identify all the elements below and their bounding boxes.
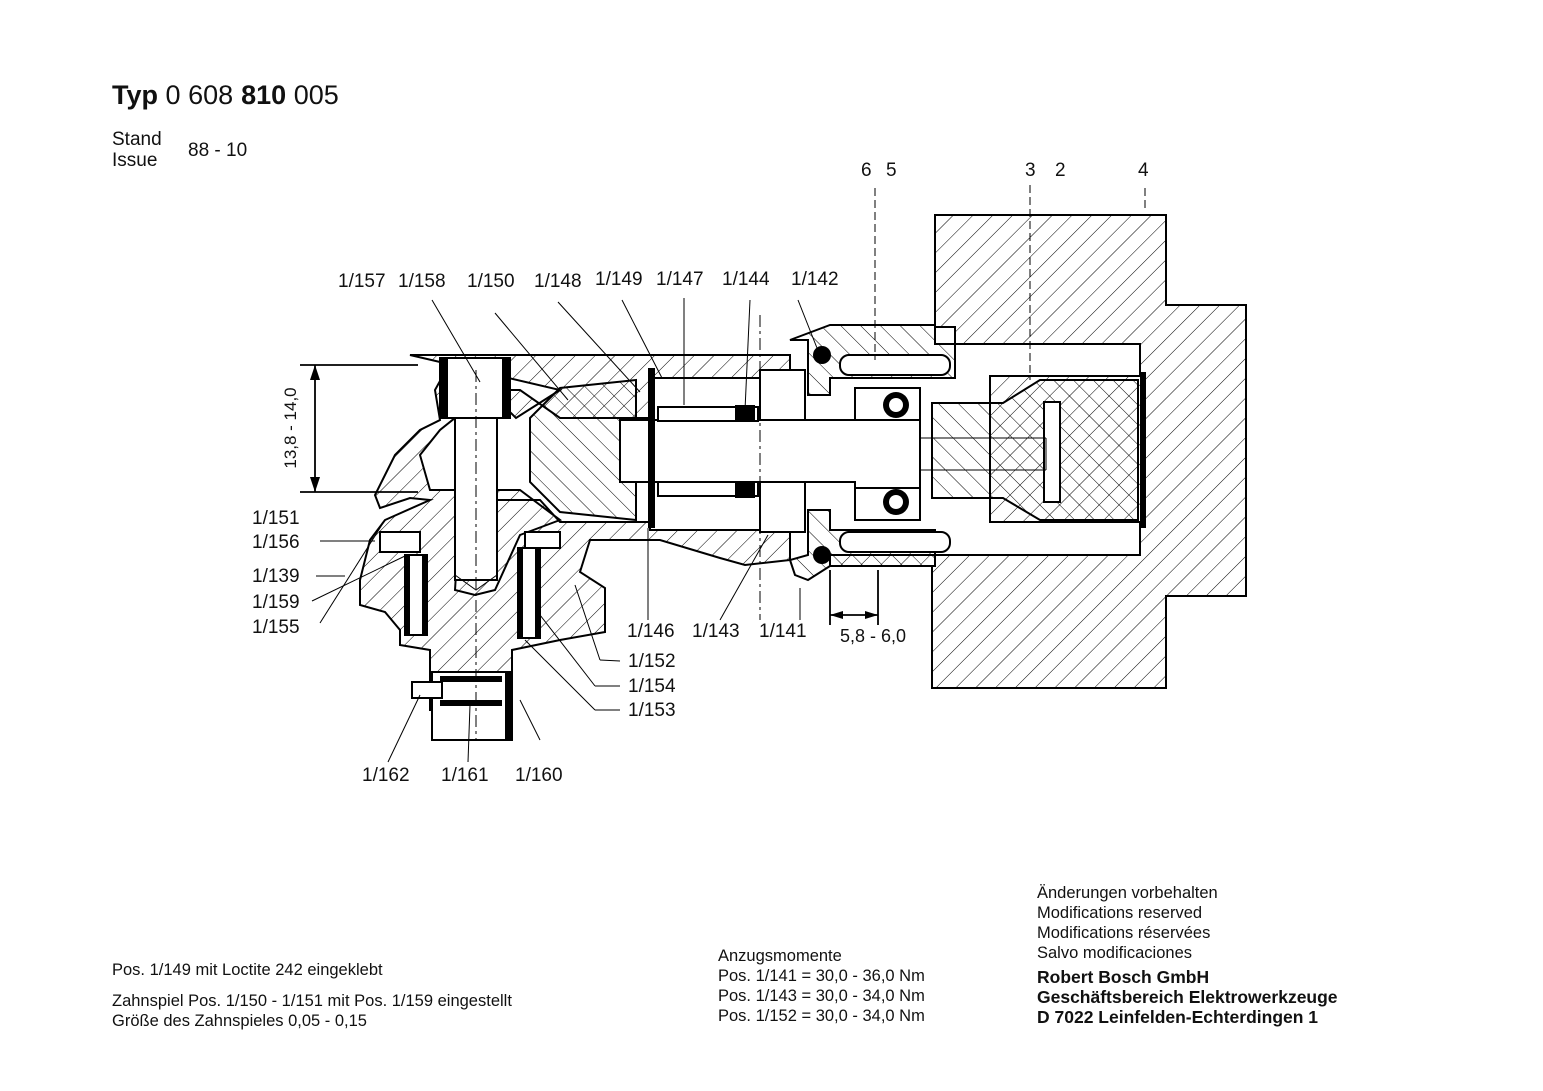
note-zahnspiel: Zahnspiel Pos. 1/150 - 1/151 mit Pos. 1/… [112, 992, 512, 1010]
torque-block: Anzugsmomente Pos. 1/141 = 30,0 - 36,0 N… [718, 946, 925, 1026]
callout-1-159: 1/159 [252, 592, 300, 613]
locknut-1-143 [759, 369, 806, 421]
callout-1-154: 1/154 [628, 676, 676, 697]
issue-value: 88 - 10 [188, 140, 248, 161]
callout-1-141: 1/141 [759, 621, 807, 642]
torque-line-1-152: Pos. 1/152 = 30,0 - 34,0 Nm [718, 1007, 925, 1025]
screw-5-bottom [839, 531, 951, 553]
needle-sleeve-1-147 [657, 406, 759, 422]
callout-1-149: 1/149 [595, 269, 643, 290]
callout-1-161: 1/161 [441, 765, 489, 786]
callout-1-142: 1/142 [791, 269, 839, 290]
callout-1-139: 1/139 [252, 566, 300, 587]
callout-1-153: 1/153 [628, 700, 676, 721]
torque-line-1-143: Pos. 1/143 = 30,0 - 34,0 Nm [718, 987, 925, 1005]
callout-1-157: 1/157 [338, 271, 386, 292]
callout-1-143: 1/143 [692, 621, 740, 642]
callout-1-151: 1/151 [252, 508, 300, 529]
note-loctite: Pos. 1/149 mit Loctite 242 eingeklebt [112, 961, 383, 979]
callout-1-144: 1/144 [722, 269, 770, 290]
part-4-seal [1140, 372, 1146, 528]
company-address: D 7022 Leinfelden-Echterdingen 1 [1037, 1007, 1319, 1027]
callout-1-155: 1/155 [252, 617, 300, 638]
callout-1-150: 1/150 [467, 271, 515, 292]
callout-1-147: 1/147 [656, 269, 704, 290]
stand-label: Stand [112, 129, 162, 150]
company-division: Geschäftsbereich Elektrowerkzeuge [1037, 987, 1338, 1007]
callout-1-158: 1/158 [398, 271, 446, 292]
part-3-insert [1043, 401, 1061, 503]
type-prefix: Typ [112, 80, 158, 110]
mod-english: Modifications reserved [1037, 904, 1203, 922]
type-number-part-d: 005 [293, 80, 339, 110]
torque-line-1-141: Pos. 1/141 = 30,0 - 36,0 Nm [718, 967, 925, 985]
callout-5: 5 [886, 160, 897, 181]
stand-issue-label: Stand Issue [112, 129, 162, 171]
note-groesse: Größe des Zahnspieles 0,05 - 0,15 [112, 1012, 367, 1030]
callout-2: 2 [1055, 160, 1066, 181]
mod-german: Änderungen vorbehalten [1037, 884, 1218, 902]
callout-1-148: 1/148 [534, 271, 582, 292]
type-number-part-c: 810 [241, 80, 287, 110]
dimension-gap-label: 5,8 - 6,0 [840, 626, 907, 646]
o-ring-1-142 [813, 346, 831, 364]
company-block: Robert Bosch GmbH Geschäftsbereich Elekt… [1037, 967, 1338, 1027]
company-name: Robert Bosch GmbH [1037, 967, 1210, 987]
callout-4: 4 [1138, 160, 1149, 181]
needle-bearing-1-158 [439, 357, 511, 419]
part-3-nut [931, 379, 1139, 521]
callout-3: 3 [1025, 160, 1036, 181]
callout-1-152: 1/152 [628, 651, 676, 672]
needle-sleeve-1-147b [657, 481, 759, 497]
callout-1-162: 1/162 [362, 765, 410, 786]
type-number-part-a: 0 [165, 80, 181, 110]
callout-1-146: 1/146 [627, 621, 675, 642]
leader-lines [311, 185, 1146, 763]
main-shaft [619, 419, 921, 489]
gear-housing-1-157 [359, 354, 791, 711]
screw-5-top [839, 354, 951, 376]
callout-1-160: 1/160 [515, 765, 563, 786]
torque-title: Anzugsmomente [718, 947, 842, 965]
callout-1-156: 1/156 [252, 532, 300, 553]
type-number-part-b: 608 [188, 80, 234, 110]
mod-spanish: Salvo modificaciones [1037, 944, 1192, 962]
modifications-notice: Änderungen vorbehalten Modifications res… [1037, 883, 1218, 963]
issue-label: Issue [112, 150, 158, 171]
callout-6: 6 [861, 160, 872, 181]
mod-french: Modifications réservées [1037, 924, 1211, 942]
o-ring-1-141 [813, 546, 831, 564]
pin-1-162 [411, 681, 443, 699]
bevel-pinion-1-148 [529, 378, 637, 522]
dimension-height-label: 13,8 - 14,0 [281, 387, 300, 469]
